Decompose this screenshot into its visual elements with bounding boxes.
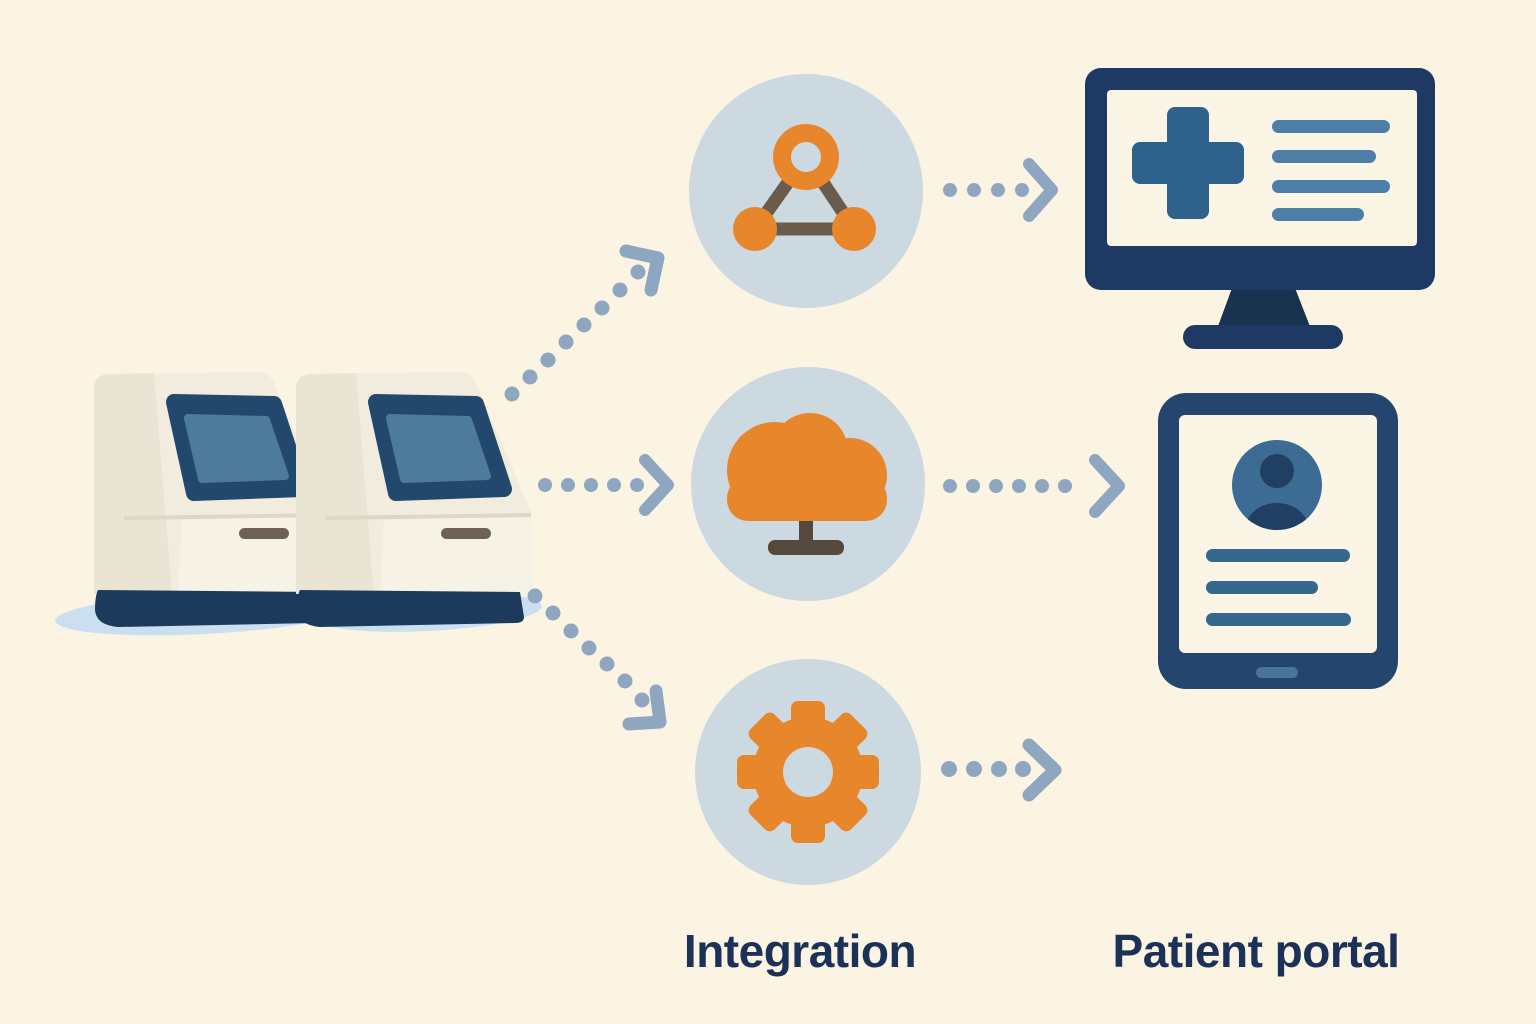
monitor-text-lines <box>1272 120 1390 221</box>
arrowhead-icon <box>1023 158 1058 222</box>
monitor-base <box>1183 325 1343 349</box>
dotted-arrow-to-tablet <box>943 454 1125 518</box>
lab-analyzer-device-right <box>296 372 533 627</box>
tablet <box>1158 393 1398 689</box>
integration-step-network <box>689 74 923 308</box>
arrowhead-icon <box>1022 738 1062 802</box>
tablet-text-lines <box>1206 549 1351 626</box>
gear-icon <box>737 701 879 843</box>
dotted-arrow-up-right <box>504 244 665 402</box>
medical-cross-icon <box>1132 107 1244 219</box>
network-nodes-icon <box>733 124 876 251</box>
arrowhead-icon <box>639 454 674 516</box>
dotted-arrow-to-monitor <box>943 158 1058 222</box>
lab-devices-group <box>55 372 542 636</box>
tablet-home-button <box>1256 667 1298 678</box>
desktop-monitor <box>1085 68 1435 349</box>
monitor-stand <box>1217 288 1311 329</box>
integration-label: Integration <box>683 925 917 977</box>
arrowhead-icon <box>622 684 667 731</box>
cloud-network-icon <box>727 413 887 555</box>
dotted-arrow-from-gear <box>941 738 1062 802</box>
arrowhead-icon <box>1089 454 1125 518</box>
arrowhead-icon <box>619 244 665 297</box>
integration-step-settings <box>695 659 921 885</box>
dotted-arrow-down-right <box>527 588 667 731</box>
integration-step-cloud <box>691 367 925 601</box>
dotted-arrow-middle <box>538 454 674 516</box>
patient-portal-label: Patient portal <box>1112 925 1400 977</box>
lab-analyzer-device-left <box>94 372 331 627</box>
patient-avatar-icon <box>1232 440 1322 530</box>
